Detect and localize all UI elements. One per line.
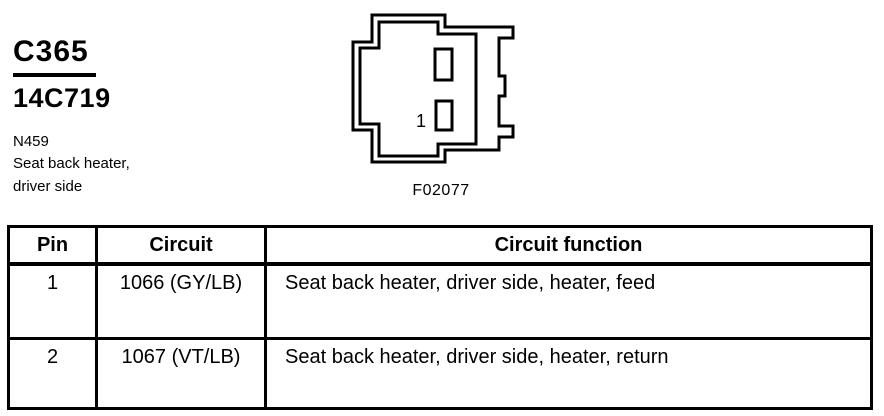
- pinout-table: Pin Circuit Circuit function 1 1066 (GY/…: [7, 225, 873, 410]
- cavity-number-label: 1: [416, 111, 426, 131]
- table-row: 2 1067 (VT/LB) Seat back heater, driver …: [7, 337, 873, 410]
- pin-cell: 2: [7, 337, 98, 410]
- pin-cell: 1: [7, 262, 98, 340]
- circuit-function-cell: Seat back heater, driver side, heater, r…: [264, 337, 873, 410]
- terminal-slot-upper: [433, 47, 454, 82]
- connector-outline-drawing: 1: [351, 13, 515, 164]
- connector-face-diagram: 1: [345, 5, 525, 205]
- circuit-function-column-header: Circuit function: [264, 225, 873, 266]
- figure-number-label: F02077: [412, 182, 470, 199]
- pin-column-header: Pin: [7, 225, 98, 266]
- component-description-line1: Seat back heater,: [13, 155, 130, 173]
- connector-part-number: 14C719: [13, 83, 111, 113]
- table-header-row: Pin Circuit Circuit function: [7, 225, 873, 266]
- terminal-slot-lower: [434, 99, 454, 132]
- circuit-cell: 1066 (GY/LB): [95, 262, 267, 340]
- connector-id: C365: [13, 36, 96, 77]
- circuit-column-header: Circuit: [95, 225, 267, 266]
- component-id: N459: [13, 133, 49, 150]
- table-row: 1 1066 (GY/LB) Seat back heater, driver …: [7, 262, 873, 340]
- component-description-line2: driver side: [13, 177, 83, 195]
- circuit-function-cell: Seat back heater, driver side, heater, f…: [264, 262, 873, 340]
- circuit-cell: 1067 (VT/LB): [95, 337, 267, 410]
- component-description: N459 Seat back heater, driver side: [13, 131, 130, 198]
